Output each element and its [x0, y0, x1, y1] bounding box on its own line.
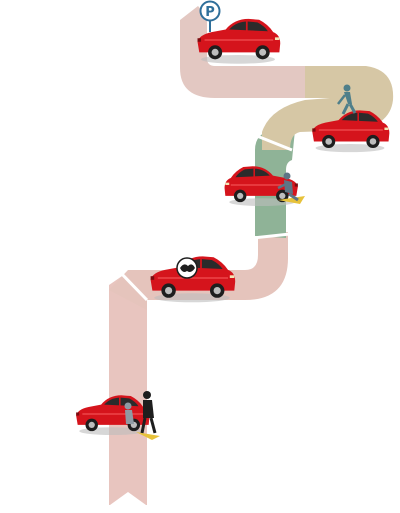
- seated-person-icon: [124, 402, 134, 424]
- car-with-person-entering-icon: [75, 391, 160, 440]
- kneeling-person-icon: [277, 172, 299, 202]
- route-divider-2: [252, 232, 291, 240]
- walking-person-icon: [337, 84, 357, 115]
- car-with-person-kneeling-icon: [225, 166, 305, 206]
- route-segment-1: [109, 285, 147, 505]
- standing-person-icon: [140, 391, 157, 434]
- car-with-person-walking-icon: [311, 84, 391, 153]
- car-with-handshake-icon: [149, 255, 237, 304]
- route-start-notch: [110, 492, 146, 505]
- route-divider-3: [256, 134, 293, 152]
- parking-sign: P: [199, 0, 221, 32]
- handshake-icon: [176, 257, 198, 279]
- parking-icon: P: [205, 5, 215, 20]
- route-divider-1: [116, 268, 149, 302]
- route-segment-5-end: [305, 66, 366, 98]
